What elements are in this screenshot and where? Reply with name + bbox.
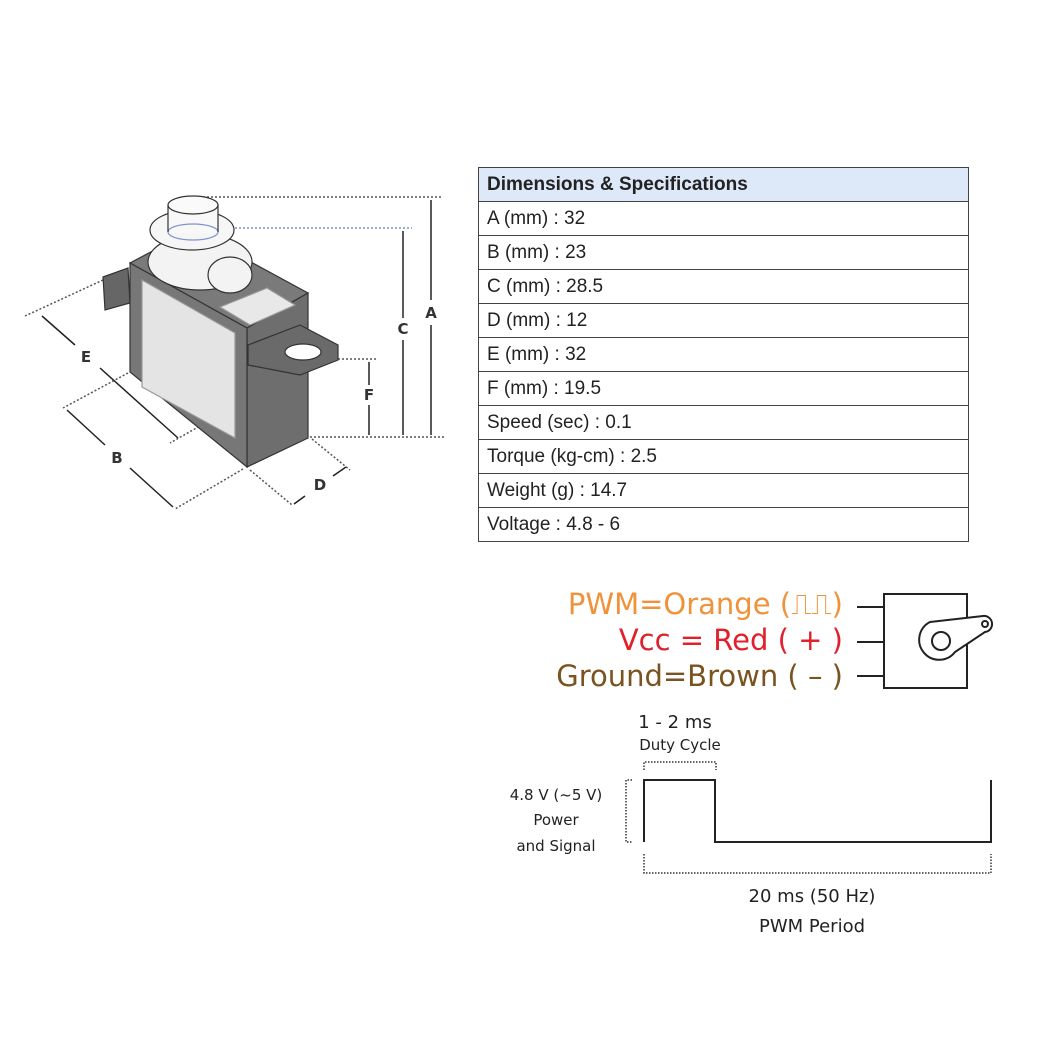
duty-cycle-label: Duty Cycle [639, 736, 721, 754]
dim-label-c: C [397, 320, 408, 338]
vcc-wire-label: Vcc = Red ( + ) [619, 623, 843, 657]
spec-row: Speed (sec) : 0.1 [478, 405, 969, 440]
servo-schematic [857, 593, 994, 689]
dim-label-d: D [314, 476, 326, 494]
servo-horn-icon [918, 614, 994, 661]
spec-row: Voltage : 4.8 - 6 [478, 507, 969, 542]
spec-row: C (mm) : 28.5 [478, 269, 969, 304]
spec-row: Weight (g) : 14.7 [478, 473, 969, 508]
spec-row: D (mm) : 12 [478, 303, 969, 338]
extension-lines [24, 196, 445, 510]
spec-table-title: Dimensions & Specifications [478, 167, 969, 202]
spec-row: B (mm) : 23 [478, 235, 969, 270]
spec-table: Dimensions & Specifications A (mm) : 32 … [478, 167, 969, 542]
voltage-label-power: Power [533, 811, 579, 829]
spec-row: A (mm) : 32 [478, 201, 969, 236]
pwm-wire-label: PWM=Orange (⎍⎍) [568, 587, 843, 621]
dimension-arrows [41, 200, 432, 508]
dim-label-f: F [364, 386, 374, 404]
pwm-waveform [643, 779, 992, 843]
dim-label-e: E [81, 348, 91, 366]
waveform-brackets [625, 761, 992, 874]
ground-wire-label: Ground=Brown ( – ) [556, 659, 843, 693]
spec-row: F (mm) : 19.5 [478, 371, 969, 406]
dim-label-b: B [111, 449, 122, 467]
duty-cycle-value: 1 - 2 ms [638, 712, 711, 733]
period-label: PWM Period [759, 916, 865, 937]
period-value: 20 ms (50 Hz) [749, 886, 876, 907]
servo-body [102, 195, 339, 469]
voltage-label-signal: and Signal [516, 837, 595, 855]
spec-row: Torque (kg-cm) : 2.5 [478, 439, 969, 474]
spec-row: E (mm) : 32 [478, 337, 969, 372]
voltage-value: 4.8 V (~5 V) [510, 786, 603, 804]
dim-label-a: A [425, 304, 437, 322]
